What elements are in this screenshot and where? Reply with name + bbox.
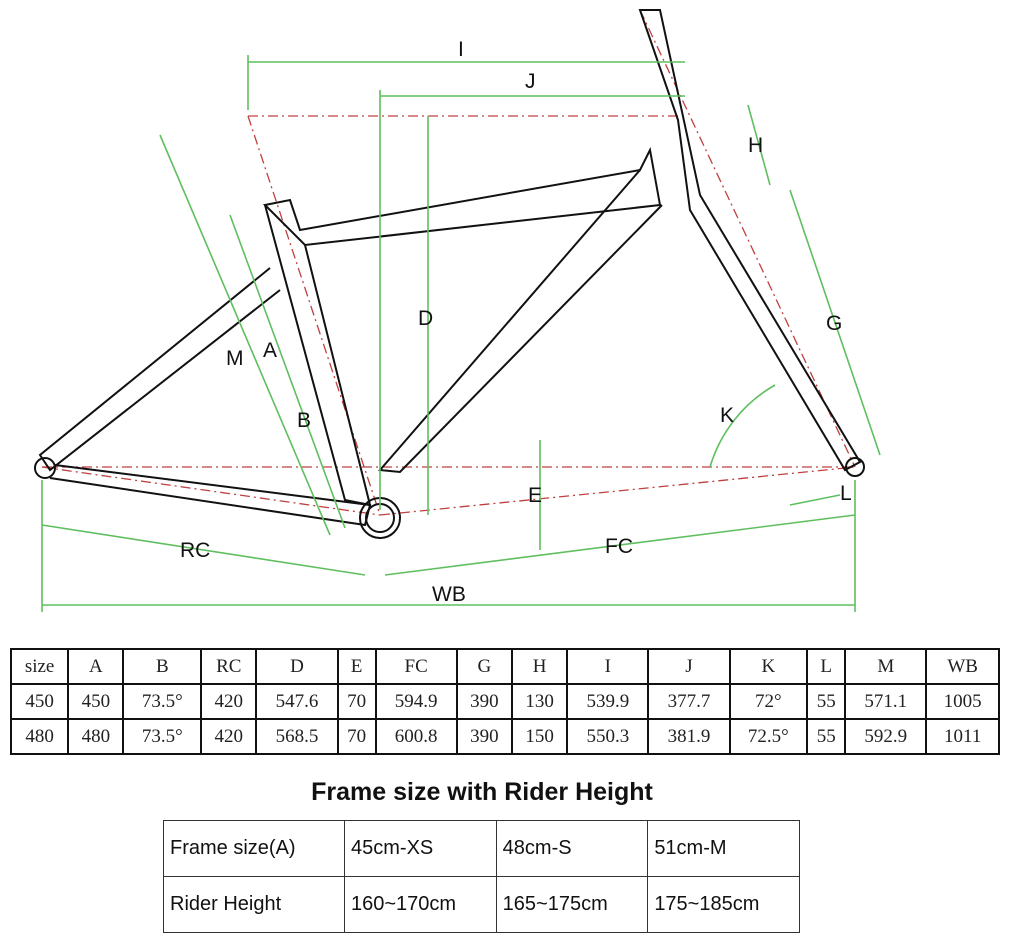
cell: 450 [9,683,70,720]
label-H: H [748,134,763,157]
label-RC: RC [180,539,210,562]
label-E: E [528,484,542,507]
label-L: L [840,482,852,505]
header-cell: L [806,648,847,685]
label-K: K [720,404,734,427]
table-header-row: size A B RC D E FC G H I J K L M WB [9,648,1000,685]
cell: 73.5° [122,683,203,720]
cell: 130 [510,683,569,720]
cell: 568.5 [255,718,339,755]
rider-height-table: Frame size(A) 45cm-XS 48cm-S 51cm-M Ride… [163,820,800,933]
cell: 55 [806,718,847,755]
cell: 594.9 [374,683,458,720]
header-cell: H [510,648,569,685]
header-cell: RC [200,648,258,685]
cell: 150 [510,718,569,755]
label-J: J [525,70,536,93]
cell: 480 [9,718,70,755]
cell: 160~170cm [344,876,497,933]
header-cell: B [122,648,203,685]
label-G: G [826,312,842,335]
label-M: M [226,347,244,370]
cell: Rider Height [163,876,345,933]
cell: 550.3 [566,718,650,755]
frame-geometry-diagram: I J H D G M A B K E L RC FC WB [34,9,881,612]
cell: 571.1 [844,683,928,720]
label-FC: FC [605,535,633,558]
label-I: I [458,38,464,61]
label-B: B [297,409,311,432]
cell: 592.9 [844,718,928,755]
header-cell: M [844,648,928,685]
cell: 600.8 [374,718,458,755]
header-cell: K [728,648,809,685]
cell: 73.5° [122,718,203,755]
label-WB: WB [432,583,466,606]
cell: 55 [806,683,847,720]
dimension-lines [41,55,881,612]
cell: 1011 [925,718,1000,755]
cell: 381.9 [647,718,731,755]
cell: 377.7 [647,683,731,720]
table-row: 450 450 73.5° 420 547.6 70 594.9 390 130… [9,683,1000,720]
header-cell: D [255,648,339,685]
header-cell: WB [925,648,1000,685]
cell: 390 [455,683,514,720]
cell: 450 [67,683,125,720]
header-cell: FC [374,648,458,685]
table-row: Rider Height 160~170cm 165~175cm 175~185… [163,876,800,933]
geometry-table: size A B RC D E FC G H I J K L M WB 450 … [9,648,1000,755]
cell: 48cm-S [495,820,649,877]
table-row: Frame size(A) 45cm-XS 48cm-S 51cm-M [163,820,800,877]
header-cell: A [67,648,125,685]
reference-lines [41,9,856,516]
cell: 420 [200,683,258,720]
header-cell: size [9,648,70,685]
cell: 72° [728,683,809,720]
cell: 51cm-M [647,820,800,877]
cell: 165~175cm [495,876,649,933]
cell: 175~185cm [647,876,800,933]
header-cell: I [566,648,650,685]
cell: Frame size(A) [163,820,345,877]
header-cell: G [455,648,514,685]
label-A: A [263,339,277,362]
rider-table-title: Frame size with Rider Height [311,778,653,806]
header-cell: E [336,648,377,685]
cell: 390 [455,718,514,755]
cell: 70 [336,718,377,755]
cell: 547.6 [255,683,339,720]
cell: 420 [200,718,258,755]
cell: 1005 [925,683,1000,720]
table-row: 480 480 73.5° 420 568.5 70 600.8 390 150… [9,718,1000,755]
frame-outline [34,9,865,539]
cell: 70 [336,683,377,720]
cell: 72.5° [728,718,809,755]
cell: 539.9 [566,683,650,720]
cell: 45cm-XS [344,820,497,877]
header-cell: J [647,648,731,685]
label-D: D [418,307,433,330]
cell: 480 [67,718,125,755]
